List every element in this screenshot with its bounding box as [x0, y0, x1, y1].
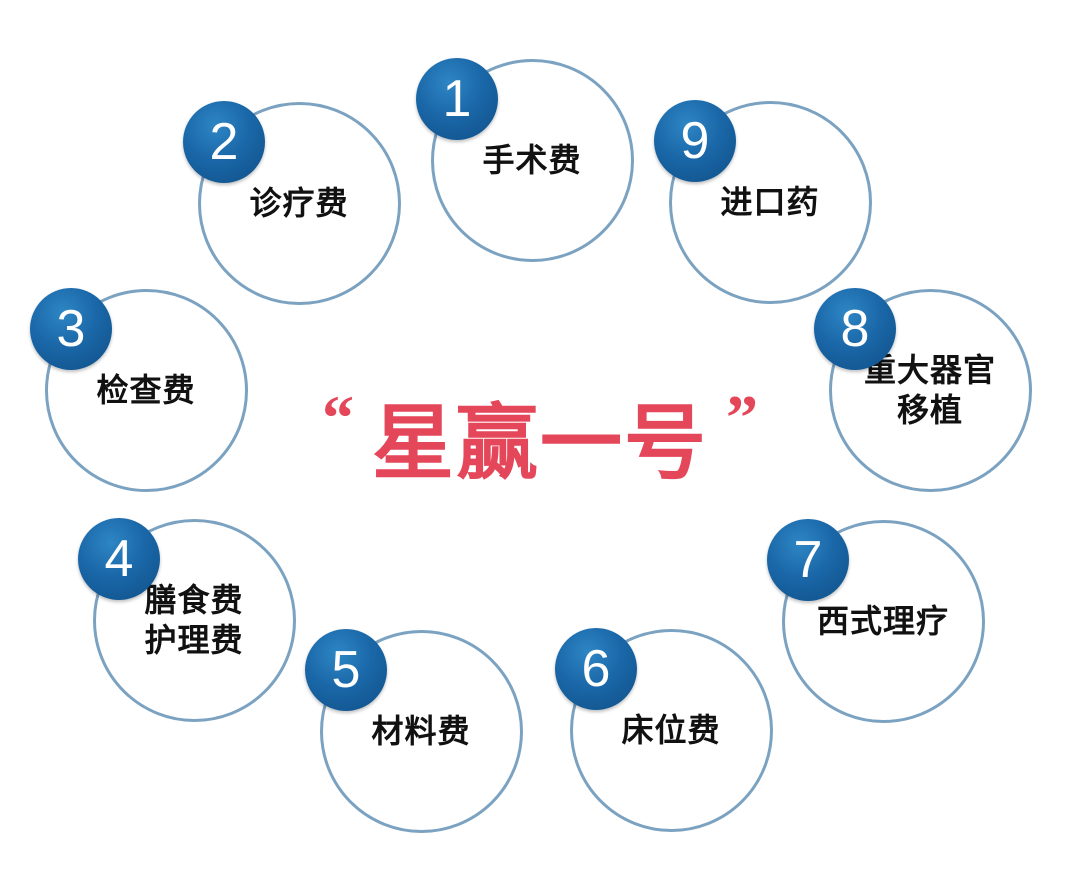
item-label-line: 西式理疗 — [816, 602, 949, 640]
item-label: 西式理疗 — [783, 581, 983, 661]
item-label-line: 重大器官 — [863, 351, 996, 389]
item-label: 床位费 — [571, 690, 771, 770]
item-label-line: 护理费 — [144, 621, 244, 659]
number-badge: 8 — [814, 288, 896, 370]
number-badge: 9 — [654, 100, 736, 182]
number-badge: 6 — [555, 628, 637, 710]
item-label-line: 手术费 — [482, 141, 582, 179]
title-text: 星赢一号 — [371, 395, 708, 491]
item-label-line: 诊疗费 — [249, 184, 349, 222]
item-label-line: 移植 — [896, 391, 963, 429]
number-badge: 7 — [767, 519, 849, 601]
number-badge: 3 — [30, 288, 112, 370]
item-label-line: 床位费 — [621, 711, 721, 749]
number-badge: 4 — [78, 518, 160, 600]
item-label: 材料费 — [321, 691, 521, 771]
number-badge: 2 — [183, 101, 265, 183]
item-label: 进口药 — [670, 162, 870, 242]
number-badge: 1 — [416, 58, 498, 140]
item-label: 手术费 — [432, 120, 632, 200]
close-quote: ” — [726, 382, 758, 453]
item-label: 检查费 — [46, 350, 246, 430]
center-title: “ 星赢一号 ” — [300, 380, 780, 491]
item-label: 膳食费 护理费 — [94, 580, 294, 660]
item-label-line: 进口药 — [720, 183, 820, 221]
number-badge: 5 — [305, 629, 387, 711]
item-label: 重大器官 移植 — [830, 350, 1030, 430]
open-quote: “ — [321, 382, 354, 453]
item-label-line: 检查费 — [96, 371, 196, 409]
item-label-line: 材料费 — [371, 712, 471, 750]
item-label: 诊疗费 — [199, 163, 399, 243]
item-label-line: 膳食费 — [144, 581, 244, 619]
